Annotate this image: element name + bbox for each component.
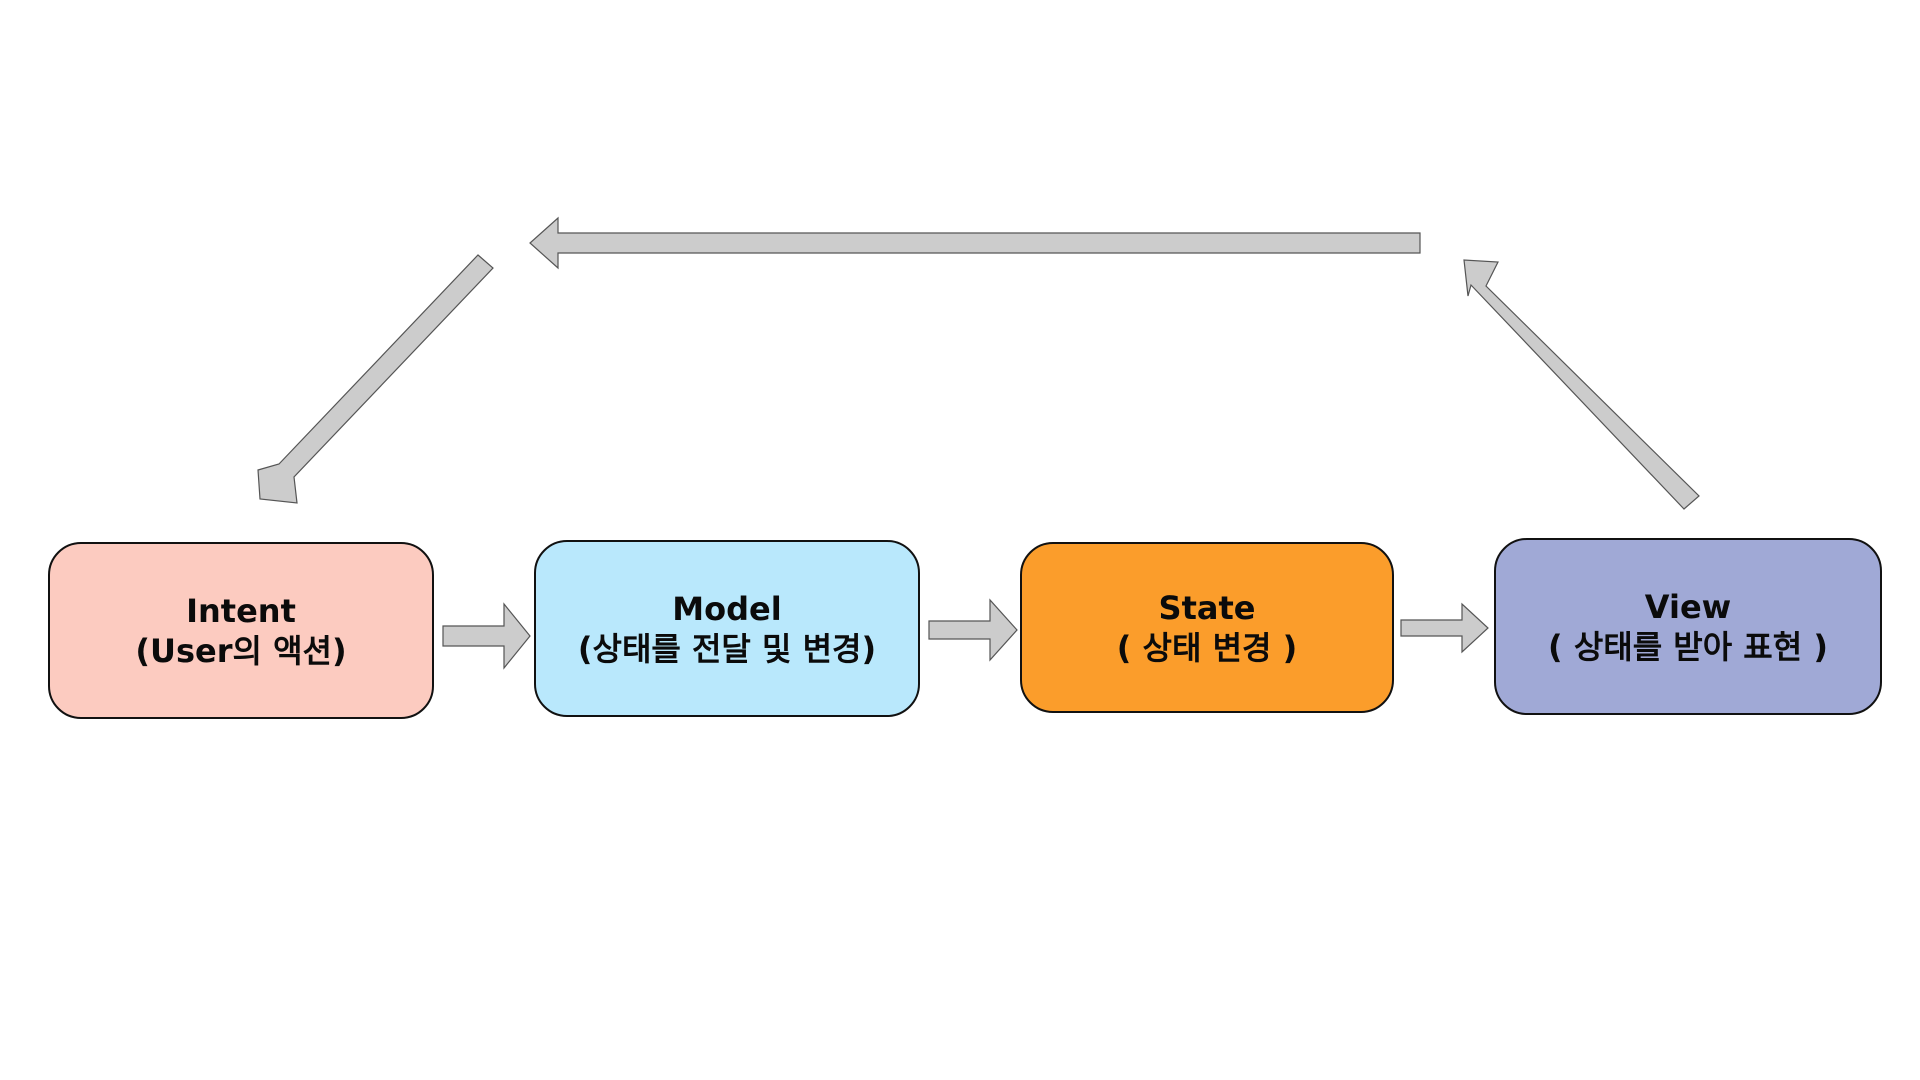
intent-subtitle: (User의 액션)	[135, 631, 347, 670]
state-node: State ( 상태 변경 )	[1020, 542, 1394, 713]
arrow-top-leftward	[529, 216, 1421, 270]
arrow-state-to-view	[1400, 602, 1489, 654]
state-title: State	[1158, 588, 1256, 627]
arrow-model-to-state	[928, 598, 1018, 662]
arrow-intent-to-model	[442, 602, 531, 670]
intent-title: Intent	[186, 591, 296, 630]
intent-node: Intent (User의 액션)	[48, 542, 434, 719]
arrow-view-up-diagonal	[1463, 259, 1700, 510]
model-node: Model (상태를 전달 및 변경)	[534, 540, 920, 717]
view-subtitle: ( 상태를 받아 표현 )	[1548, 627, 1828, 666]
model-subtitle: (상태를 전달 및 변경)	[577, 629, 877, 668]
model-title: Model	[672, 589, 782, 628]
view-title: View	[1644, 587, 1732, 626]
state-subtitle: ( 상태 변경 )	[1116, 628, 1298, 667]
view-node: View ( 상태를 받아 표현 )	[1494, 538, 1882, 715]
arrow-diagonal-down-to-intent	[257, 254, 494, 504]
